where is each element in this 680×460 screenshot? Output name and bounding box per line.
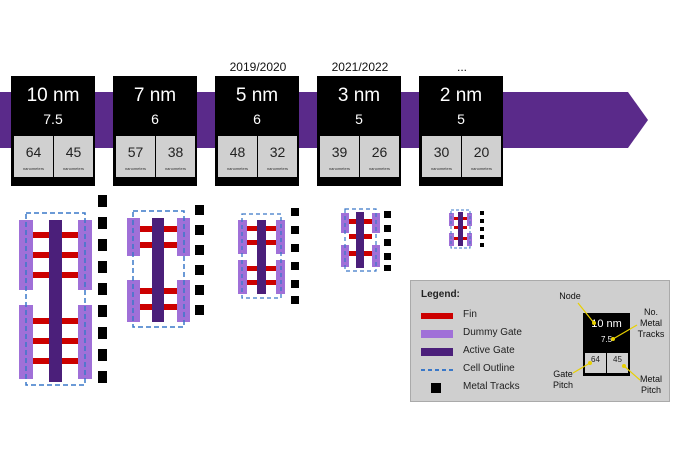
callout-metal-tracks: No. Metal Tracks [637,307,665,339]
cell-outline-swatch [421,369,453,371]
gate-pitch-cell: 39 nanometers [320,136,359,177]
legend-example-node: 10 nm 7.5 64 45 [583,313,630,376]
metal-pitch-value: 32 [269,144,286,160]
year-label-2021-2022: 2021/2022 [331,60,389,74]
cell-layout-5nm [238,208,299,304]
cell-layouts [19,195,484,386]
node-name: 3 nm [337,85,381,106]
unit-label: nanometers [164,166,187,171]
example-gate-pitch: 64 [585,353,606,373]
gate-pitch-value: 39 [331,144,348,160]
node-name: 5 nm [235,85,279,106]
legend-label: Cell Outline [463,363,515,374]
unit-label: nanometers [328,166,351,171]
legend-label: Fin [463,309,477,320]
metal-track-swatch [431,383,441,393]
node-box-5nm: 5 nm 6 48 nanometers 32 nanometers [215,76,299,186]
node-name: 2 nm [439,85,483,106]
node-box-2nm: 2 nm 5 30 nanometers 20 nanometers [419,76,503,186]
gate-pitch-value: 57 [127,144,144,160]
metal-pitch-cell: 26 nanometers [360,136,399,177]
unit-label: nanometers [226,166,249,171]
gate-pitch-cell: 57 nanometers [116,136,155,177]
active-gate-swatch [421,348,453,356]
metal-track-count: 6 [253,111,261,127]
metal-pitch-value: 26 [371,144,388,160]
metal-pitch-cell: 32 nanometers [258,136,297,177]
metal-pitch-cell: 45 nanometers [54,136,93,177]
legend-label: Active Gate [463,345,515,356]
gate-pitch-value: 30 [433,144,450,160]
example-gate-pitch-value: 64 [591,355,600,364]
node-box-10nm: 10 nm 7.5 64 nanometers 45 nanometers [11,76,95,186]
legend-title: Legend: [421,289,460,300]
node-box-7nm: 7 nm 6 57 nanometers 38 nanometers [113,76,197,186]
node-box-3nm: 3 nm 5 39 nanometers 26 nanometers [317,76,401,186]
gate-pitch-value: 64 [25,144,42,160]
callout-node: Node [559,291,581,301]
metal-pitch-cell: 38 nanometers [156,136,195,177]
example-metal-pitch-value: 45 [613,355,622,364]
metal-track-count: 7.5 [43,111,63,127]
unit-label: nanometers [368,166,391,171]
metal-pitch-value: 38 [167,144,184,160]
unit-label: nanometers [62,166,85,171]
callout-metal-pitch: Metal Pitch [639,374,662,395]
legend-label: Dummy Gate [463,327,522,338]
dummy-gate-swatch [421,330,453,338]
year-label-future: ... [456,60,467,74]
metal-pitch-value: 45 [65,144,82,160]
gate-pitch-cell: 48 nanometers [218,136,257,177]
unit-label: nanometers [266,166,289,171]
metal-pitch-cell: 20 nanometers [462,136,501,177]
cell-layout-10nm [19,195,107,386]
node-name: 7 nm [133,85,177,106]
example-metal-pitch: 45 [607,353,628,373]
metal-track-count: 5 [457,111,465,127]
unit-label: nanometers [470,166,493,171]
cell-layout-7nm [127,205,204,328]
unit-label: nanometers [124,166,147,171]
metal-pitch-value: 20 [473,144,490,160]
year-label-2019-2020: 2019/2020 [229,60,287,74]
cell-layout-3nm [341,208,391,272]
fin-swatch [421,313,453,319]
cell-layout-2nm [449,209,484,249]
callout-gate-pitch: Gate Pitch [552,369,573,390]
metal-track-count: 6 [151,111,159,127]
metal-track-count: 5 [355,111,363,127]
unit-label: nanometers [430,166,453,171]
legend-label: Metal Tracks [463,381,520,392]
example-track-count: 7.5 [600,335,613,344]
gate-pitch-cell: 30 nanometers [422,136,461,177]
gate-pitch-cell: 64 nanometers [14,136,53,177]
node-name: 10 nm [26,85,80,106]
example-node-name: 10 nm [591,318,622,330]
gate-pitch-value: 48 [229,144,246,160]
unit-label: nanometers [22,166,45,171]
